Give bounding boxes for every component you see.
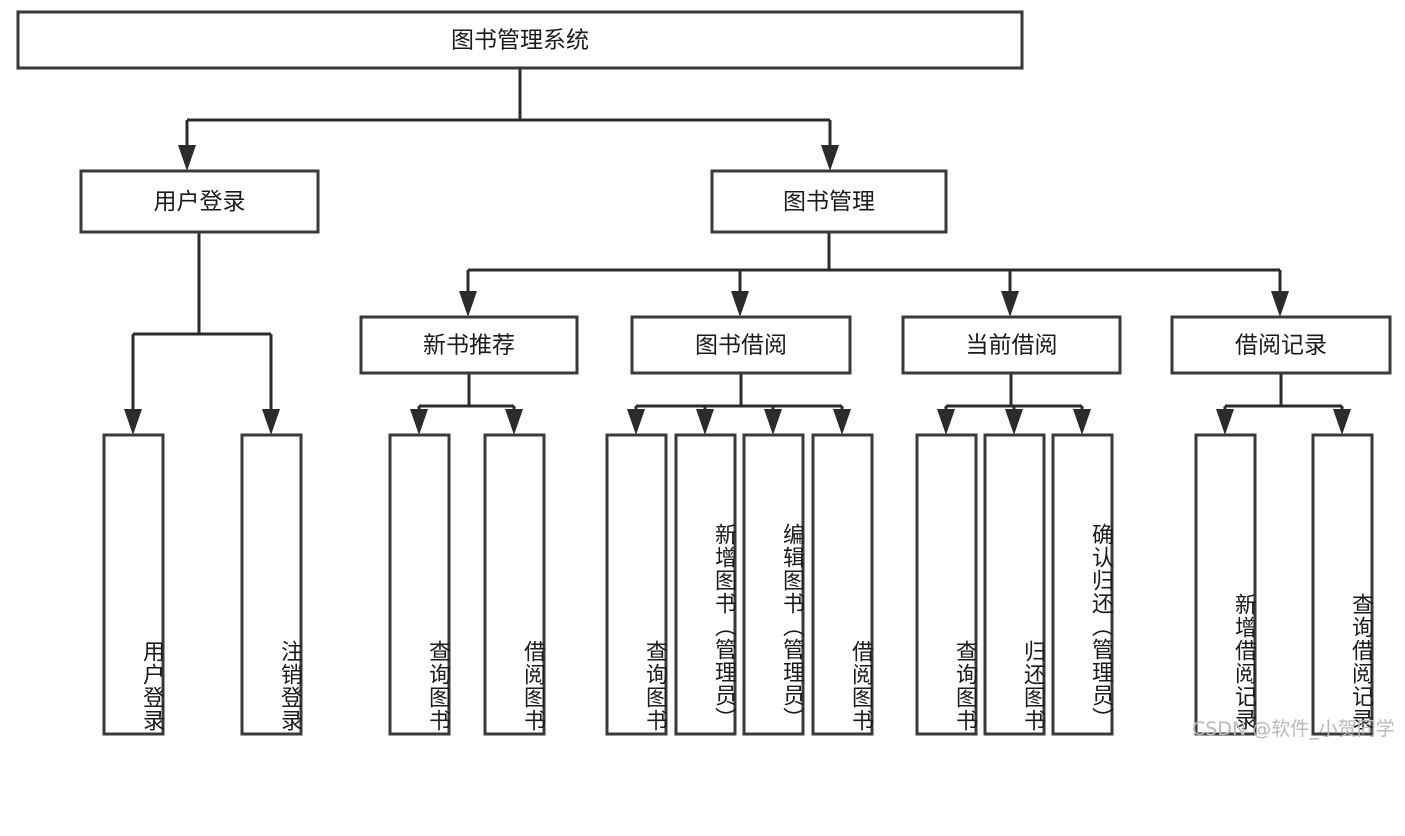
connector-arrowhead (505, 409, 523, 435)
connector-arrowhead (1001, 291, 1019, 317)
node-box-borrow-record[interactable] (1170, 315, 1392, 375)
node-label-leaf-return-book: 归还图书 (1020, 640, 1045, 732)
node-box-new-book-rec[interactable] (359, 315, 579, 375)
node-label-leaf-query-book-1: 查询图书 (425, 640, 450, 732)
node-box-book-admin[interactable] (710, 169, 948, 234)
node-label-root: 图书管理系统 (451, 28, 589, 54)
node-box-leaf-query-book-1[interactable] (388, 433, 451, 736)
connector-arrowhead (937, 409, 955, 435)
connectors-layer (124, 68, 1351, 435)
connector-arrowhead (1073, 409, 1091, 435)
node-box-leaf-add-record[interactable] (1194, 433, 1257, 736)
node-label-leaf-add-record: 新增借阅记录 (1231, 593, 1256, 731)
connector-arrowhead (459, 291, 477, 317)
csdn-watermark: CSDN @软件_小贺同学 (1192, 718, 1395, 740)
node-label-current-borrow: 当前借阅 (966, 333, 1058, 359)
node-box-leaf-query-record[interactable] (1311, 433, 1374, 736)
node-label-leaf-query-book-3: 查询图书 (952, 640, 977, 732)
node-box-leaf-return-book[interactable] (983, 433, 1046, 736)
node-label-leaf-query-book-2: 查询图书 (642, 640, 667, 732)
node-label-leaf-confirm-return: 确认归还（管理员） (1088, 522, 1113, 730)
connector-arrowhead (1271, 291, 1289, 317)
connector-arrowhead (1333, 409, 1351, 435)
node-box-leaf-user-logout[interactable] (240, 433, 303, 736)
node-label-leaf-add-book: 新增图书（管理员） (711, 522, 736, 730)
node-box-root[interactable] (16, 10, 1024, 70)
connector-arrowhead (410, 409, 428, 435)
boxes-layer (16, 10, 1392, 736)
node-label-user-login: 用户登录 (154, 189, 246, 215)
node-label-book-borrow: 图书借阅 (695, 333, 787, 359)
node-label-leaf-user-login: 用户登录 (139, 640, 164, 732)
connector-arrowhead (696, 409, 714, 435)
connector-arrowhead (627, 409, 645, 435)
node-box-leaf-confirm-return[interactable] (1051, 433, 1114, 736)
node-box-leaf-borrow-book-2[interactable] (811, 433, 874, 736)
node-box-leaf-add-book[interactable] (674, 433, 737, 736)
connector-arrowhead (124, 409, 142, 435)
connector-arrowhead (821, 145, 839, 171)
node-box-leaf-edit-book[interactable] (742, 433, 805, 736)
connector-arrowhead (178, 145, 196, 171)
node-label-leaf-borrow-book-1: 借阅图书 (520, 640, 545, 732)
node-label-leaf-query-record: 查询借阅记录 (1348, 593, 1373, 731)
node-label-borrow-record: 借阅记录 (1235, 333, 1327, 359)
node-label-book-admin: 图书管理 (783, 189, 875, 215)
connector-arrowhead (833, 409, 851, 435)
node-box-leaf-query-book-2[interactable] (605, 433, 668, 736)
node-label-leaf-edit-book: 编辑图书（管理员） (779, 522, 804, 730)
node-box-leaf-user-login[interactable] (102, 433, 165, 736)
node-label-leaf-user-logout: 注销登录 (277, 640, 302, 732)
node-box-leaf-borrow-book-1[interactable] (483, 433, 546, 736)
diagram-canvas: 图书管理系统用户登录图书管理新书推荐图书借阅当前借阅借阅记录 用户登录注销登录查… (16, 10, 1395, 740)
connector-arrowhead (262, 409, 280, 435)
node-label-new-book-rec: 新书推荐 (423, 333, 515, 359)
connector-arrowhead (1005, 409, 1023, 435)
node-label-leaf-borrow-book-2: 借阅图书 (848, 640, 873, 732)
node-box-current-borrow[interactable] (901, 315, 1122, 375)
connector-arrowhead (731, 291, 749, 317)
node-box-leaf-query-book-3[interactable] (915, 433, 978, 736)
node-box-user-login[interactable] (79, 169, 320, 234)
node-box-book-borrow[interactable] (630, 315, 852, 375)
connector-arrowhead (1216, 409, 1234, 435)
connector-arrowhead (764, 409, 782, 435)
